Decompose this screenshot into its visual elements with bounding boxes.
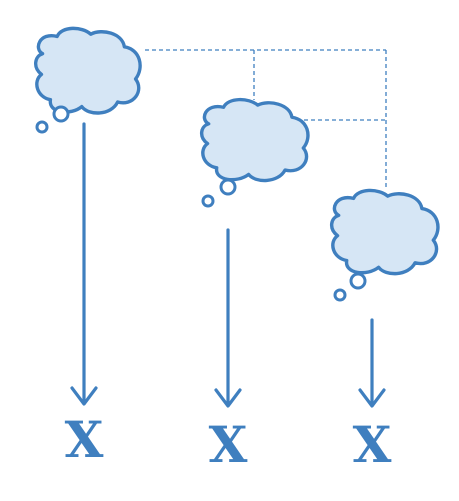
arrow-head-1 xyxy=(70,386,98,406)
thought-bubble-large-1 xyxy=(52,105,70,123)
thought-3: X xyxy=(329,188,440,474)
end-label-1: X xyxy=(65,410,104,469)
thought-cloud-2 xyxy=(199,97,310,183)
thought-bubble-small-1 xyxy=(35,120,49,134)
end-label-3: X xyxy=(353,415,392,474)
thought-bubble-large-2 xyxy=(219,178,237,196)
thought-bubble-small-2 xyxy=(201,194,215,208)
end-label-2: X xyxy=(209,415,248,474)
thought-cloud-1 xyxy=(33,26,142,115)
thought-cloud-3 xyxy=(329,188,440,276)
thought-1: X xyxy=(33,26,142,469)
dashed-connectors xyxy=(145,49,387,188)
thought-bubble-large-3 xyxy=(349,272,367,290)
arrow-head-2 xyxy=(214,388,242,408)
thought-2: X xyxy=(199,97,310,474)
thought-bubble-small-3 xyxy=(333,288,347,302)
arrow-head-3 xyxy=(358,388,386,408)
